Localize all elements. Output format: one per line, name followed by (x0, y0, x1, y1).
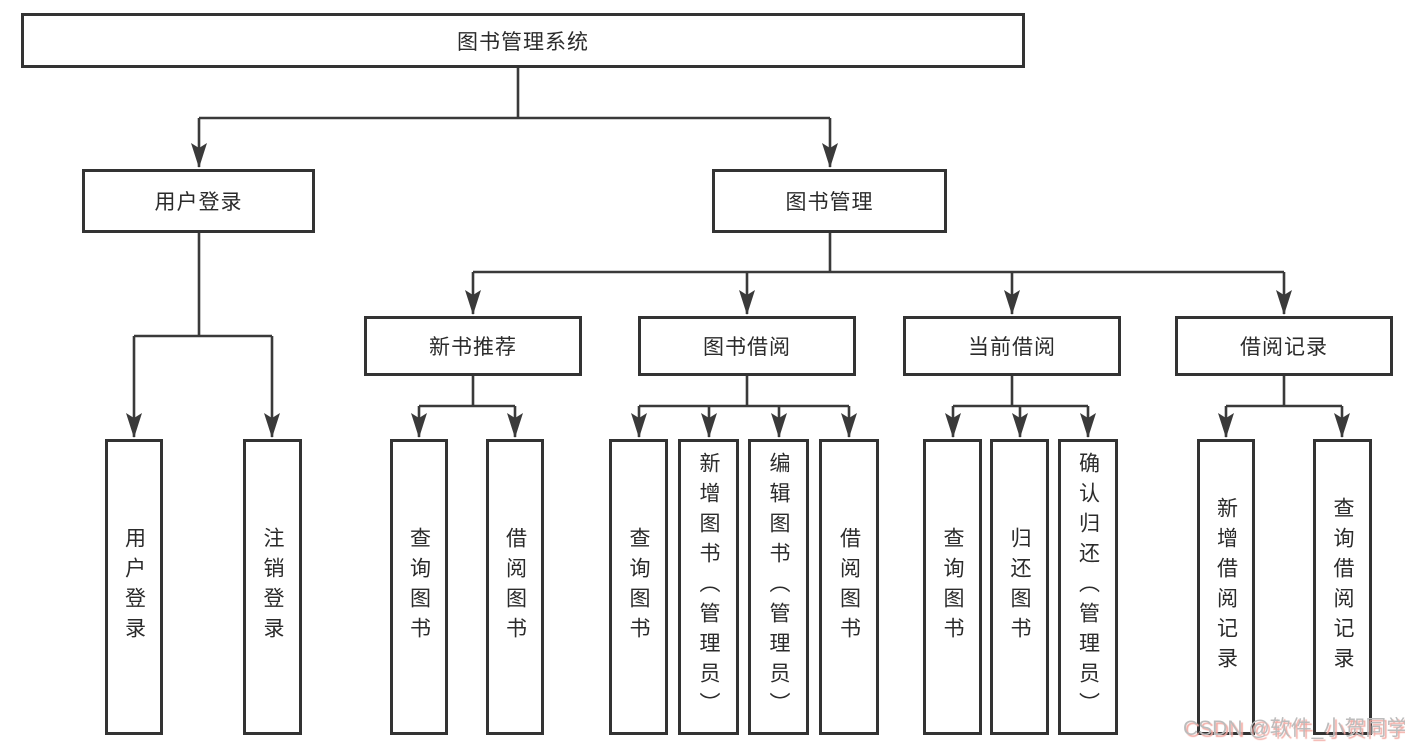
node-label: 借阅图书 (503, 527, 527, 647)
node-book-borrowing: 图书借阅 (638, 316, 856, 376)
node-label: 查询图书 (941, 527, 964, 647)
node-current-borrowing: 当前借阅 (903, 316, 1121, 376)
node-label: 用户登录 (122, 527, 146, 647)
node-label: 查询图书 (407, 527, 431, 647)
leaf-return-books: 归还图书 (990, 439, 1049, 735)
node-label: 借阅图书 (837, 527, 861, 647)
node-library-system: 图书管理系统 (21, 13, 1025, 68)
leaf-confirm-return-admin: 确认归还（管理员） (1058, 439, 1118, 735)
leaf-logout-login: 注销登录 (243, 439, 302, 735)
leaf-user-login: 用户登录 (105, 439, 163, 735)
node-label: 新增图书（管理员） (697, 452, 720, 722)
node-book-management: 图书管理 (712, 169, 947, 233)
node-label: 归还图书 (1008, 527, 1031, 647)
node-label: 查询借阅记录 (1331, 497, 1354, 677)
node-label: 编辑图书（管理员） (767, 452, 790, 722)
node-label: 图书管理系统 (457, 30, 589, 54)
node-label: 借阅记录 (1240, 336, 1328, 359)
watermark: CSDN @软件_小贺同学 (1183, 717, 1405, 740)
leaf-query-books-current: 查询图书 (923, 439, 982, 735)
node-label: 当前借阅 (968, 336, 1056, 359)
node-borrowing-records: 借阅记录 (1175, 316, 1393, 376)
node-label: 新书推荐 (429, 336, 517, 359)
leaf-borrow-books-borrowing: 借阅图书 (819, 439, 879, 735)
node-new-book-recommendation: 新书推荐 (364, 316, 582, 376)
node-user-login: 用户登录 (82, 169, 315, 233)
node-label: 图书管理 (785, 191, 874, 214)
leaf-query-books-recommend: 查询图书 (390, 439, 448, 735)
node-label: 确认归还（管理员） (1076, 452, 1100, 722)
leaf-query-borrow-record: 查询借阅记录 (1313, 439, 1372, 735)
leaf-add-books-admin: 新增图书（管理员） (678, 439, 739, 735)
node-label: 用户登录 (154, 191, 243, 214)
leaf-edit-books-admin: 编辑图书（管理员） (748, 439, 809, 735)
leaf-add-borrow-record: 新增借阅记录 (1197, 439, 1255, 735)
node-label: 新增借阅记录 (1214, 497, 1238, 677)
node-label: 注销登录 (261, 527, 284, 647)
leaf-borrow-books-recommend: 借阅图书 (486, 439, 544, 735)
node-label: 查询图书 (627, 527, 650, 647)
leaf-query-books-borrowing: 查询图书 (609, 439, 668, 735)
node-label: 图书借阅 (703, 336, 791, 359)
